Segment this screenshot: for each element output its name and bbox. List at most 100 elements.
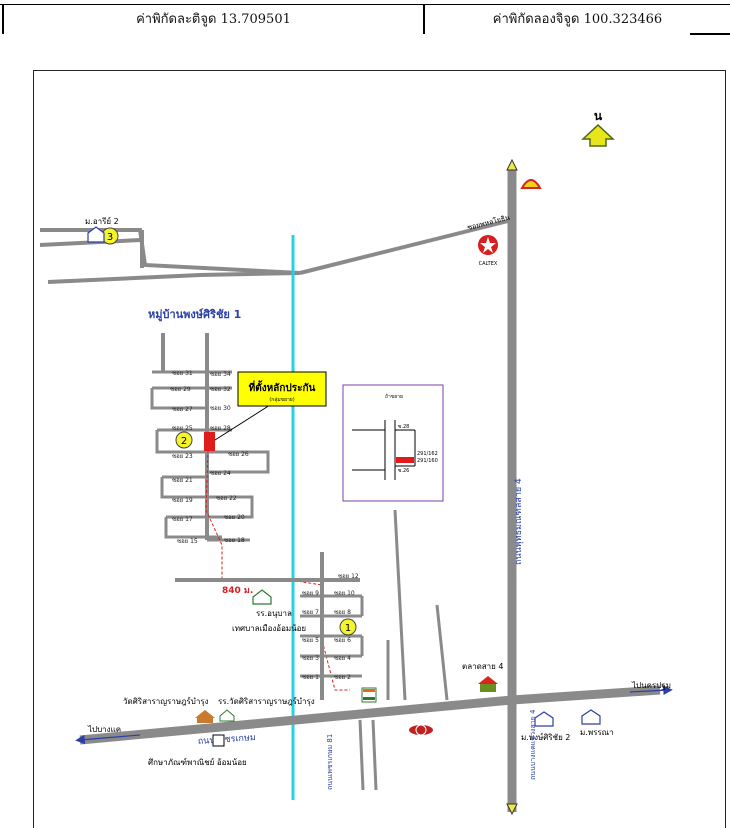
municipality-label: เทศบาลเมืองอ้อมน้อย [232,624,306,633]
house-icon-arisi [87,226,105,243]
soi-1: ซอย 1 [302,674,319,681]
soi-6: ซอย 6 [334,637,351,644]
center-icon [212,734,225,747]
road-top-left-c [47,271,301,284]
road-main-label: ถนนเพชรเกษม [198,733,257,747]
soi-21: ซอย 21 [172,477,193,484]
collateral-callout: ที่ตั้งหลักประกัน (กลุ่มขยาย) [237,371,327,407]
market-label: ตลาดสาย 4 [462,662,503,671]
marker-1: 1 [339,618,357,636]
soi-labels-right: ซอย 34 ซอย 32 ซอย 30 ซอย 28 ซอย 26 ซอย 2… [210,371,249,544]
soi-10: ซอย 10 [334,590,355,597]
north-label: น [594,109,603,123]
soi-7: ซอย 7 [302,609,319,616]
road-top-left-a [40,228,301,275]
soi-28: ซอย 28 [210,425,231,432]
road-mid-a [393,509,407,701]
to-right-label: ไปนครปฐม [631,681,671,690]
soi-23: ซอย 23 [172,453,193,460]
road-north-arrow-icon [506,158,518,171]
school-icon [252,589,272,605]
inset-lot-b: 291/160 [417,458,438,464]
soi-29: ซอย 29 [170,386,191,393]
road-low-a [358,719,365,791]
soi-31: ซอย 31 [172,370,193,377]
soi-26: ซอย 26 [228,451,249,458]
svg-text:2: 2 [181,436,187,447]
road-low-b [371,719,378,791]
soi-12: ซอย 12 [338,573,359,580]
soi-30: ซอย 30 [210,405,231,412]
village-sois [150,370,270,542]
soi-2: ซอย 2 [334,674,351,681]
inset-title: ถ้าขยาย [385,393,403,400]
village-phonphana-label: ม.พรรณา [580,728,614,737]
center-label: ศึกษาภัณฑ์พาณิชย์ อ้อมน้อย [148,757,247,767]
soi-24: ซอย 24 [210,470,231,477]
soi-17: ซอย 17 [172,516,193,523]
svg-text:1: 1 [345,623,351,634]
soi-labels-left: ซอย 31 ซอย 29 ซอย 27 ซอย 25 ซอย 23 ซอย 2… [170,370,198,545]
soi-22: ซอย 22 [216,495,237,502]
road-north-label: ถนนบางแคแขวงสาย 4 [529,709,537,780]
soi-18: ซอย 18 [224,537,245,544]
soi-5: ซอย 5 [302,637,319,644]
longitude-cell: ค่าพิกัดลองจิจูด 100.323466 [492,11,663,27]
inset-soi-bottom: ซ.26 [398,468,409,474]
svg-text:3: 3 [107,232,113,243]
header-top-rule [0,4,730,5]
temple-icon [195,710,215,723]
market-icon [478,676,498,692]
arrow-to-left-icon [75,734,141,745]
temple-school-icon [219,709,235,722]
road-top-label: ซอยพหลโยธิน [466,213,511,232]
soi-3: ซอย 3 [302,655,319,662]
caltex-logo-icon: CALTEX [478,235,498,267]
inset-lot-a: 291/162 [417,451,438,457]
soi-labels-lower: ซอย 12 ซอย 9 ซอย 10 ซอย 7 ซอย 8 ซอย 5 ซอ… [302,573,359,681]
temple-school-label: รร.วัดศิริสาราญราษฎร์บำรุง [218,696,315,706]
house-icon-phongsiri2 [534,711,554,727]
soi-15: ซอย 15 [177,538,198,545]
to-left-label: ไปบางแค [87,725,121,734]
village-title: หมู่บ้านพงษ์ศิริชัย 1 [148,308,241,322]
lower-sois [300,594,364,678]
soi-4: ซอย 4 [334,655,351,662]
arrow-to-right-icon [629,685,673,696]
road-right-label: ถนนพุทธมณฑลสาย 4 [514,478,524,565]
collateral-label: ที่ตั้งหลักประกัน [249,380,316,394]
road-mid-b [435,604,449,701]
marker-2: 2 [175,431,193,449]
soi-25: ซอย 25 [172,425,193,432]
soi-19: ซอย 19 [172,497,193,504]
map-frame [33,70,726,828]
soi-34: ซอย 34 [210,371,231,378]
latitude-cell: ค่าพิกัดละติจูด 13.709501 [136,11,291,27]
school-label: รร.อนุบาล [256,609,292,618]
seven-eleven-icon [361,687,377,703]
header-left-border [2,4,4,34]
header-bottom-rule [690,33,730,35]
north-arrow-icon: น [581,109,615,147]
road-top-diagonal [299,218,513,275]
distance-label: 840 ม. [222,586,253,596]
caltex-label: CALTEX [479,261,498,267]
soi-8: ซอย 8 [334,609,351,616]
soi-9: ซอย 9 [302,590,319,597]
shell-logo-icon [520,179,542,189]
collateral-sub-label: (กลุ่มขยาย) [269,397,294,403]
collateral-leader-line [214,404,271,441]
route-to-collateral [205,449,350,691]
temple-label: วัดศิริสาราญราษฎร์บำรุง [123,696,209,706]
header-divider [423,4,425,34]
road-south-arrow-icon [506,803,518,816]
coordinates-header: ค่าพิกัดละติจูด 13.709501 ค่าพิกัดลองจิจ… [0,0,730,36]
road-phetkasem [79,685,661,745]
marker-3: 3 [101,227,119,245]
soi-32: ซอย 32 [210,386,231,393]
road-side-label: ถนนเพชรเกษม 81 [326,734,334,790]
village-phongsiri2-label: ม.พงษ์ศิริชัย 2 [521,732,570,742]
house-icon-phonphana [581,709,601,725]
collateral-lot [204,432,215,451]
